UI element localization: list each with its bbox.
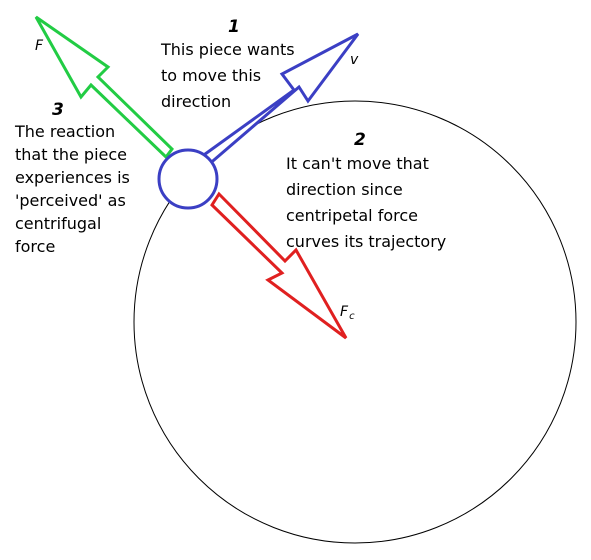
note-2-line-4: curves its trajectory [286, 232, 446, 251]
note-2-line-1: It can't move that [286, 154, 429, 173]
label-F: F [35, 38, 44, 54]
note-3-number: 3 [52, 100, 64, 120]
note-1-line-2: to move this [161, 66, 261, 85]
note-1-line-3: direction [161, 92, 231, 111]
label-Fc-sub: c [349, 311, 355, 322]
label-Fc-main: F [340, 304, 349, 320]
note-2-text: It can't move that direction since centr… [286, 154, 446, 251]
note-2-line-2: direction since [286, 180, 403, 199]
note-3-line-6: force [15, 237, 55, 256]
orbit-circle [133, 100, 577, 544]
note-3-line-1: The reaction [14, 122, 115, 141]
note-3-line-5: centrifugal [15, 214, 101, 233]
centripetal-force-arrow [210, 191, 348, 340]
note-1-number: 1 [228, 17, 240, 37]
velocity-arrow [198, 32, 360, 169]
rotating-piece [157, 148, 219, 210]
note-3-line-3: experiences is [15, 168, 130, 187]
note-3-line-4: 'perceived' as [15, 191, 126, 210]
note-3-line-2: that the piece [15, 145, 127, 164]
note-2-line-3: centripetal force [286, 206, 418, 225]
note-3-text: The reaction that the piece experiences … [14, 122, 135, 256]
note-1-text: This piece wants to move this direction [160, 40, 300, 111]
label-v: v [350, 52, 359, 68]
note-1-line-1: This piece wants [160, 40, 295, 59]
note-2-number: 2 [354, 130, 366, 150]
label-Fc: Fc [340, 304, 355, 322]
reaction-force-arrow [34, 15, 174, 160]
